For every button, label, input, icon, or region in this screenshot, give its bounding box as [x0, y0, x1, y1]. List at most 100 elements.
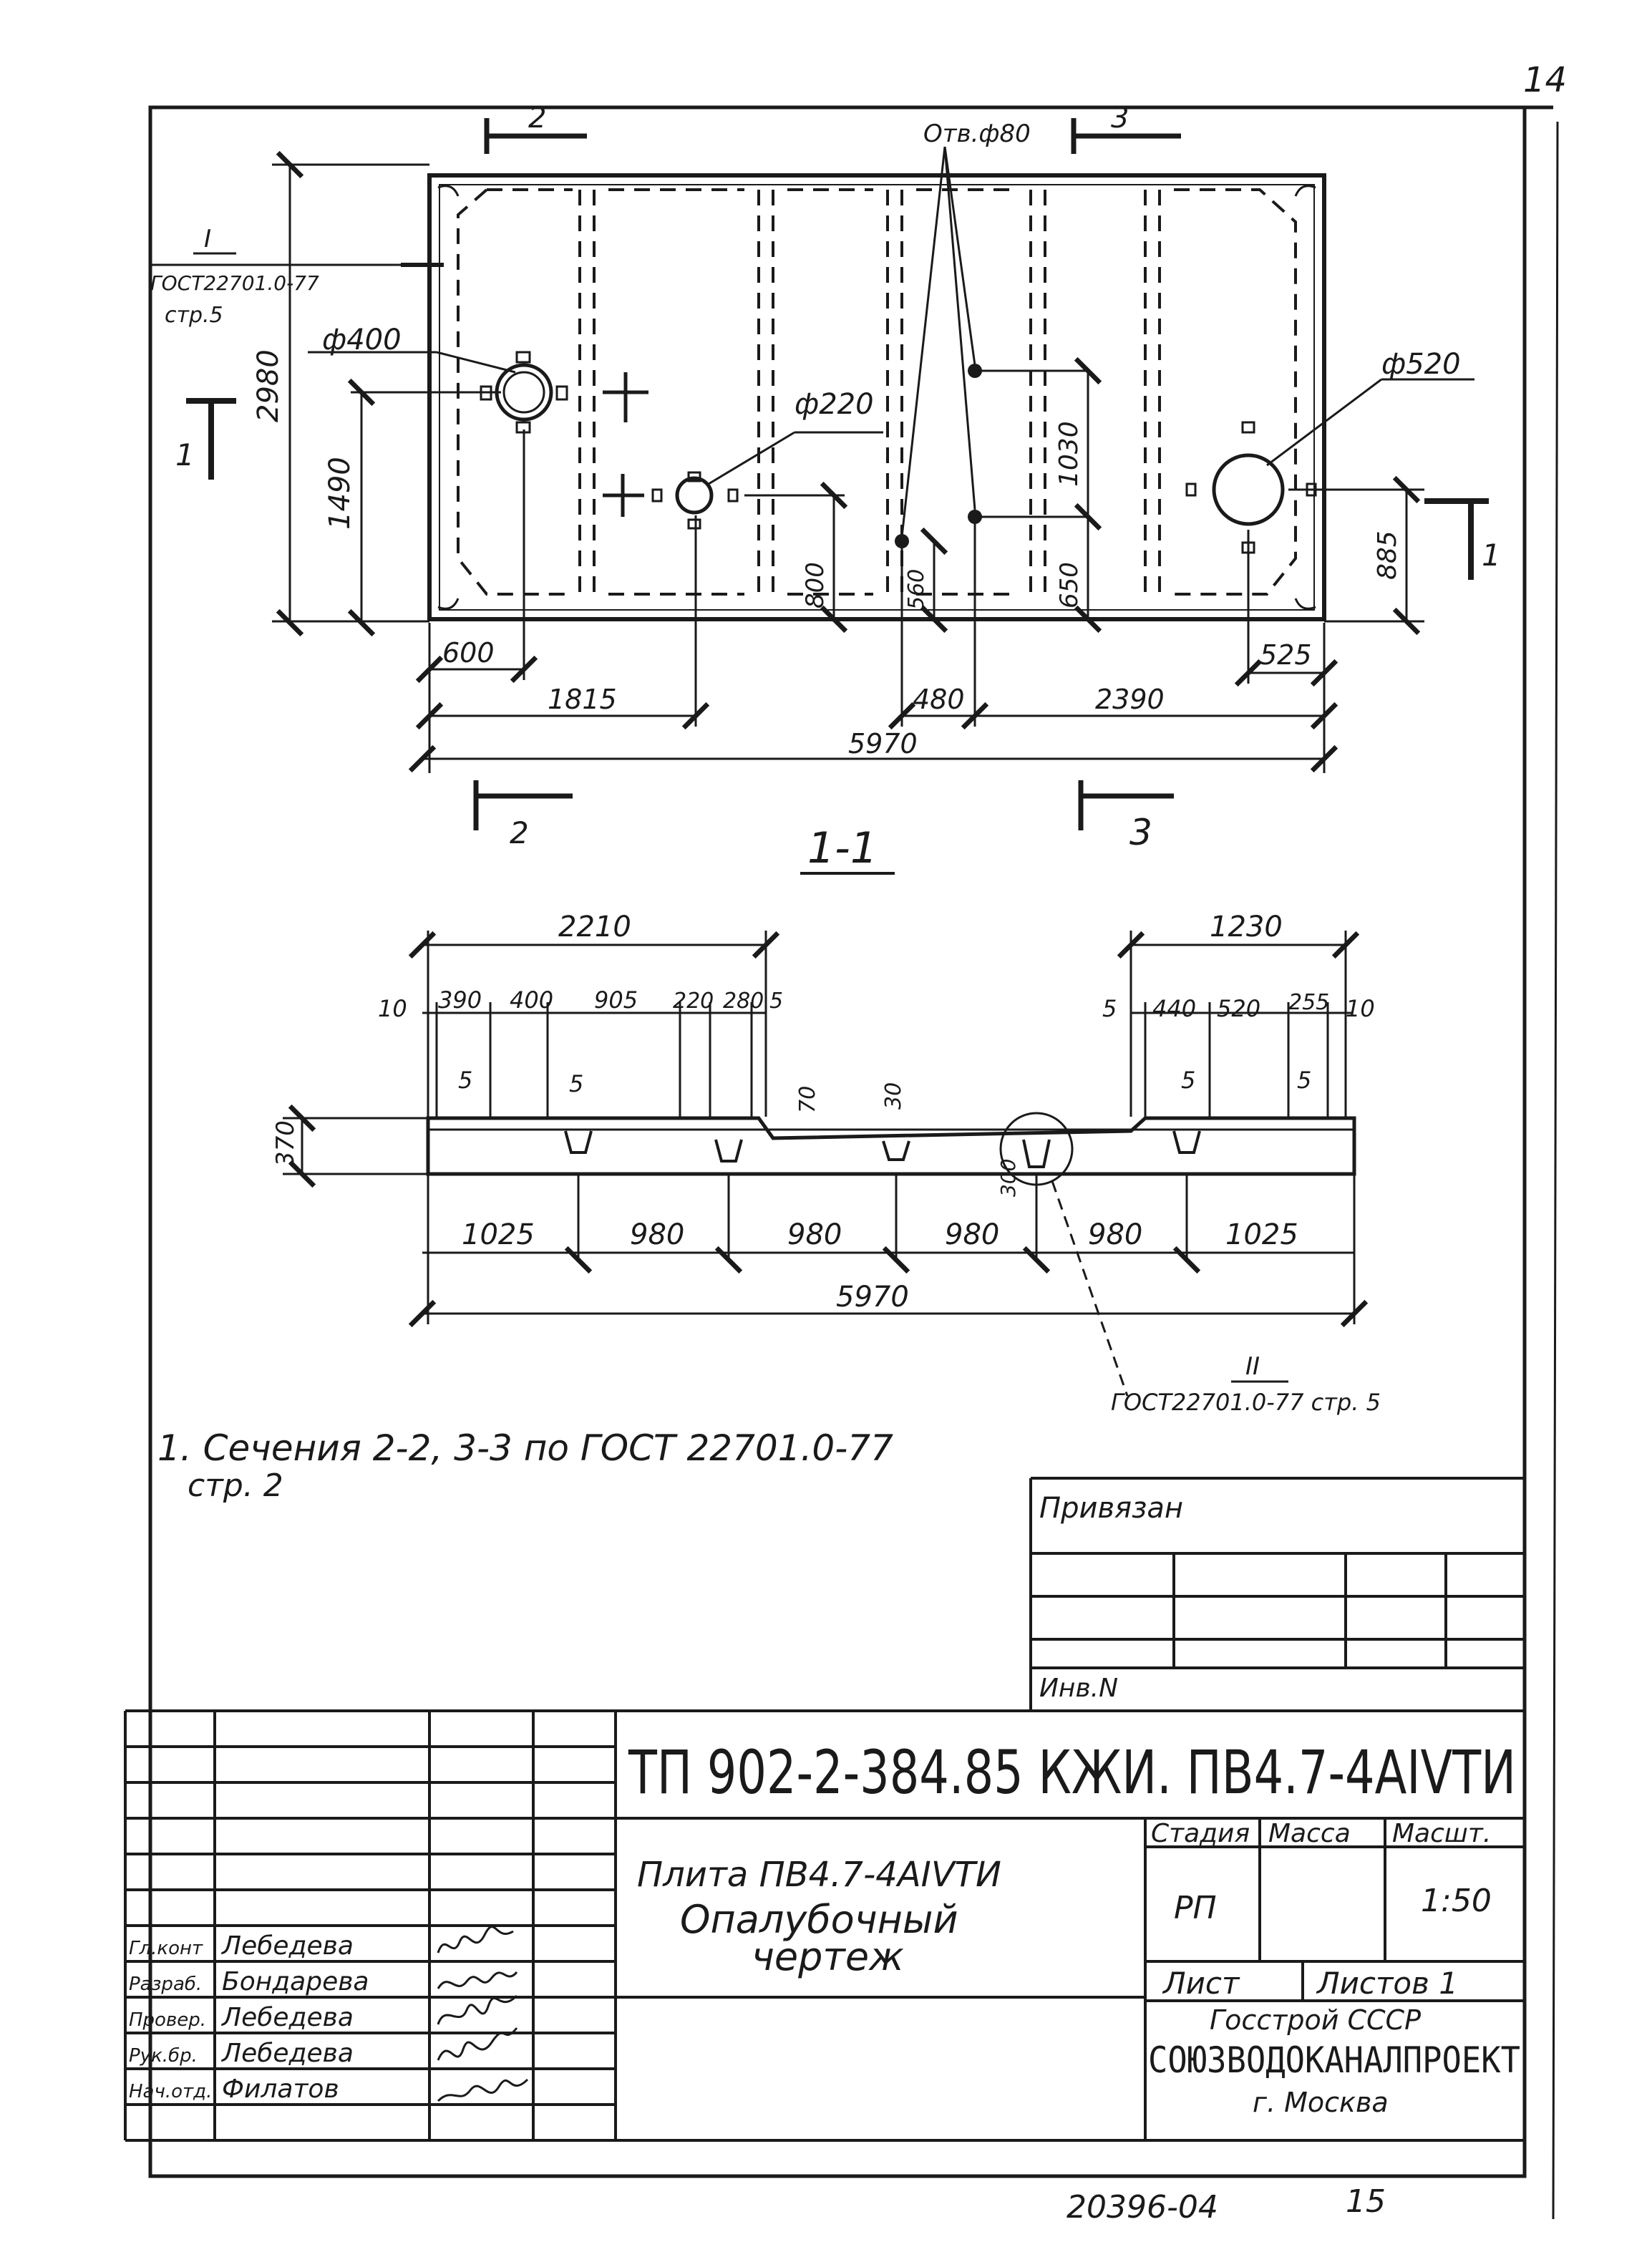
binding-attached: Привязан [1039, 1492, 1183, 1525]
dim-650: 650 [1055, 562, 1084, 608]
dim-905: 905 [594, 986, 638, 1014]
binding-block: Привязан Инв.N [1029, 1477, 1525, 1711]
dim-5-2: 5 [569, 1070, 583, 1097]
label-d220: ф220 [795, 388, 874, 421]
dim-390: 390 [438, 986, 482, 1014]
section-mark-3-bottom-label: 3 [1129, 812, 1152, 853]
drawing-name-3: чертеж [752, 1934, 904, 1979]
dim-5970-plan: 5970 [848, 728, 918, 760]
dim-370: 370 [271, 1120, 300, 1167]
staff-role-1: Гл.конт [129, 1938, 203, 1959]
label-d400: ф400 [322, 324, 402, 356]
dim-5-b: 5 [1102, 995, 1117, 1022]
dim-400: 400 [510, 986, 553, 1014]
staff-role-4: Рук.бр. [129, 2045, 198, 2067]
dim-1230: 1230 [1210, 911, 1283, 943]
section-mark-3-top-label: 3 [1111, 102, 1129, 135]
hole-d520 [1185, 421, 1317, 554]
col-mass: Масса [1268, 1819, 1351, 1848]
title-block: ТП 902-2-384.85 КЖИ. ПВ4.7-4АIVТИ Плита … [124, 1709, 1525, 2142]
dim-10-left: 10 [378, 995, 407, 1022]
section-top-dimensions [408, 931, 1360, 1117]
dim-2980: 2980 [252, 349, 285, 422]
dim-280: 280 [723, 989, 764, 1014]
dim-10-right: 10 [1346, 995, 1375, 1022]
vertical-dimensions [272, 150, 1424, 637]
binding-inv: Инв.N [1039, 1674, 1118, 1703]
dim-480: 480 [913, 684, 965, 715]
drawing-designation: ТП 902-2-384.85 КЖИ. ПВ4.7-4АIVТИ [628, 1737, 1516, 1807]
slab-outline [427, 173, 1326, 621]
dim-1815: 1815 [548, 684, 617, 715]
drawing-name-1: Плита ПВ4.7-4АIVТИ [637, 1855, 1001, 1895]
dim-bottom-6: 1025 [1225, 1218, 1298, 1251]
hole-d220 [651, 471, 739, 530]
dim-bottom-2: 980 [630, 1218, 684, 1251]
dim-300: 300 [996, 1159, 1020, 1197]
rib-lines [457, 188, 1297, 596]
dim-5-1: 5 [458, 1067, 472, 1094]
staff-name-1: Лебедева [220, 1931, 354, 1961]
dim-255: 255 [1288, 990, 1329, 1015]
dim-5970-section: 5970 [836, 1281, 909, 1314]
section-mark-1-right-label: 1 [1482, 538, 1501, 573]
holes-label: Отв.ф80 [923, 120, 1031, 148]
holes-d80 [895, 364, 982, 548]
dim-440: 440 [1152, 995, 1196, 1022]
col-scale: Масшт. [1392, 1819, 1491, 1848]
dim-600: 600 [442, 637, 495, 669]
col-stage: Стадия [1151, 1819, 1250, 1848]
staff-name-5: Филатов [222, 2074, 339, 2104]
section-mark-2-top-label: 2 [528, 102, 546, 135]
staff-name-2: Бондарева [222, 1967, 369, 1996]
horizontal-dimensions [408, 430, 1338, 773]
rib-profiles [564, 1130, 1201, 1168]
label-d520: ф520 [1381, 348, 1461, 381]
org-line-1: Госстрой СССР [1210, 2004, 1421, 2036]
dim-525: 525 [1260, 639, 1312, 671]
stage-value: РП [1174, 1890, 1217, 1926]
section-mark-3-top [1071, 118, 1181, 154]
node-ii-num: II [1245, 1352, 1260, 1381]
dim-bottom-3: 980 [787, 1218, 842, 1251]
dim-70: 70 [795, 1086, 820, 1113]
dim-1490: 1490 [324, 457, 356, 530]
drawing-name-2: Опалубочный [680, 1897, 958, 1942]
sheet-label: Лист [1162, 1966, 1240, 2001]
dim-bottom-4: 980 [945, 1218, 999, 1251]
section-1-1: 1-1 [271, 823, 1381, 1416]
note-line-1: 1. Сечения 2-2, 3-3 по ГОСТ 22701.0-77 [157, 1427, 893, 1469]
section-mark-2-top [484, 118, 587, 154]
signatures [437, 1926, 529, 2102]
page-number-top: 14 [1523, 60, 1567, 100]
sheet-frame [148, 105, 1559, 2220]
org-line-3: г. Москва [1253, 2087, 1389, 2118]
staff-name-4: Лебедева [220, 2039, 354, 2068]
dim-1030: 1030 [1054, 421, 1084, 487]
sheets-label: Листов 1 [1316, 1966, 1458, 2001]
staff-role-5: Нач.отд. [129, 2081, 212, 2102]
node-ref-gost: ГОСТ22701.0-77 [150, 271, 319, 295]
node-ref-page: стр.5 [165, 303, 223, 328]
dim-2390: 2390 [1095, 684, 1165, 715]
dim-885: 885 [1373, 530, 1402, 580]
dim-bottom-5: 980 [1088, 1218, 1142, 1251]
section-mark-1-left [186, 398, 236, 480]
plan-view: 2 3 Отв.ф80 1 1 I ГОСТ22701.0-77 стр.5 ф… [150, 102, 1501, 853]
node-ref-num: I [204, 225, 211, 253]
node-ii-ref: ГОСТ22701.0-77 стр. 5 [1111, 1389, 1381, 1416]
org-line-2: СОЮЗВОДОКАНАЛПРОЕКТ [1148, 2039, 1520, 2081]
dim-800: 800 [801, 562, 830, 608]
scale-value: 1:50 [1421, 1883, 1492, 1919]
dim-5-a: 5 [769, 989, 783, 1014]
staff-role-3: Провер. [129, 2009, 206, 2031]
section-bottom-dimensions [408, 1174, 1369, 1397]
section-title: 1-1 [807, 823, 878, 873]
section-mark-2-bottom-label: 2 [510, 815, 529, 850]
staff-name-3: Лебедева [220, 2003, 354, 2032]
section-mark-1-right [1424, 498, 1489, 580]
dim-5-4: 5 [1297, 1067, 1311, 1094]
dim-520: 520 [1217, 995, 1260, 1022]
note-line-2: стр. 2 [188, 1467, 283, 1504]
staff-role-2: Разраб. [129, 1974, 202, 1995]
